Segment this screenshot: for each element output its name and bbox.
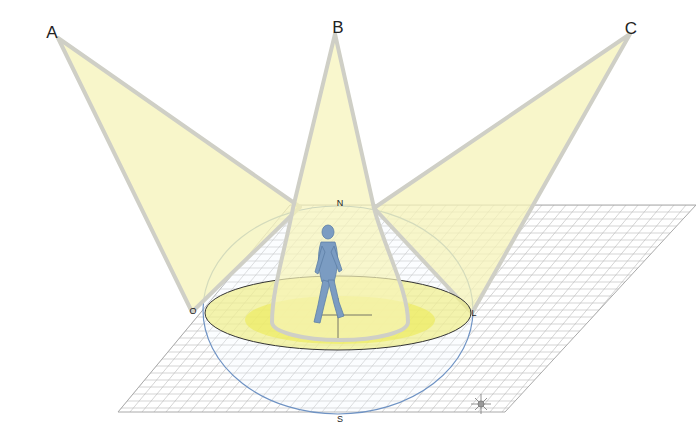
human-figure xyxy=(314,225,344,323)
direction-label: L xyxy=(471,309,476,318)
direction-label: N xyxy=(337,199,344,208)
light-cone-b xyxy=(272,34,408,340)
center-cross xyxy=(318,298,372,338)
direction-label: S xyxy=(337,415,343,424)
light-cone-a xyxy=(58,38,300,312)
compass-rose xyxy=(471,394,491,414)
direction-label: O xyxy=(189,307,196,316)
spotlight-label: B xyxy=(332,19,343,36)
spotlight-label: C xyxy=(625,20,637,37)
spotlight-label: A xyxy=(46,24,57,41)
light-cone-c xyxy=(374,34,630,313)
